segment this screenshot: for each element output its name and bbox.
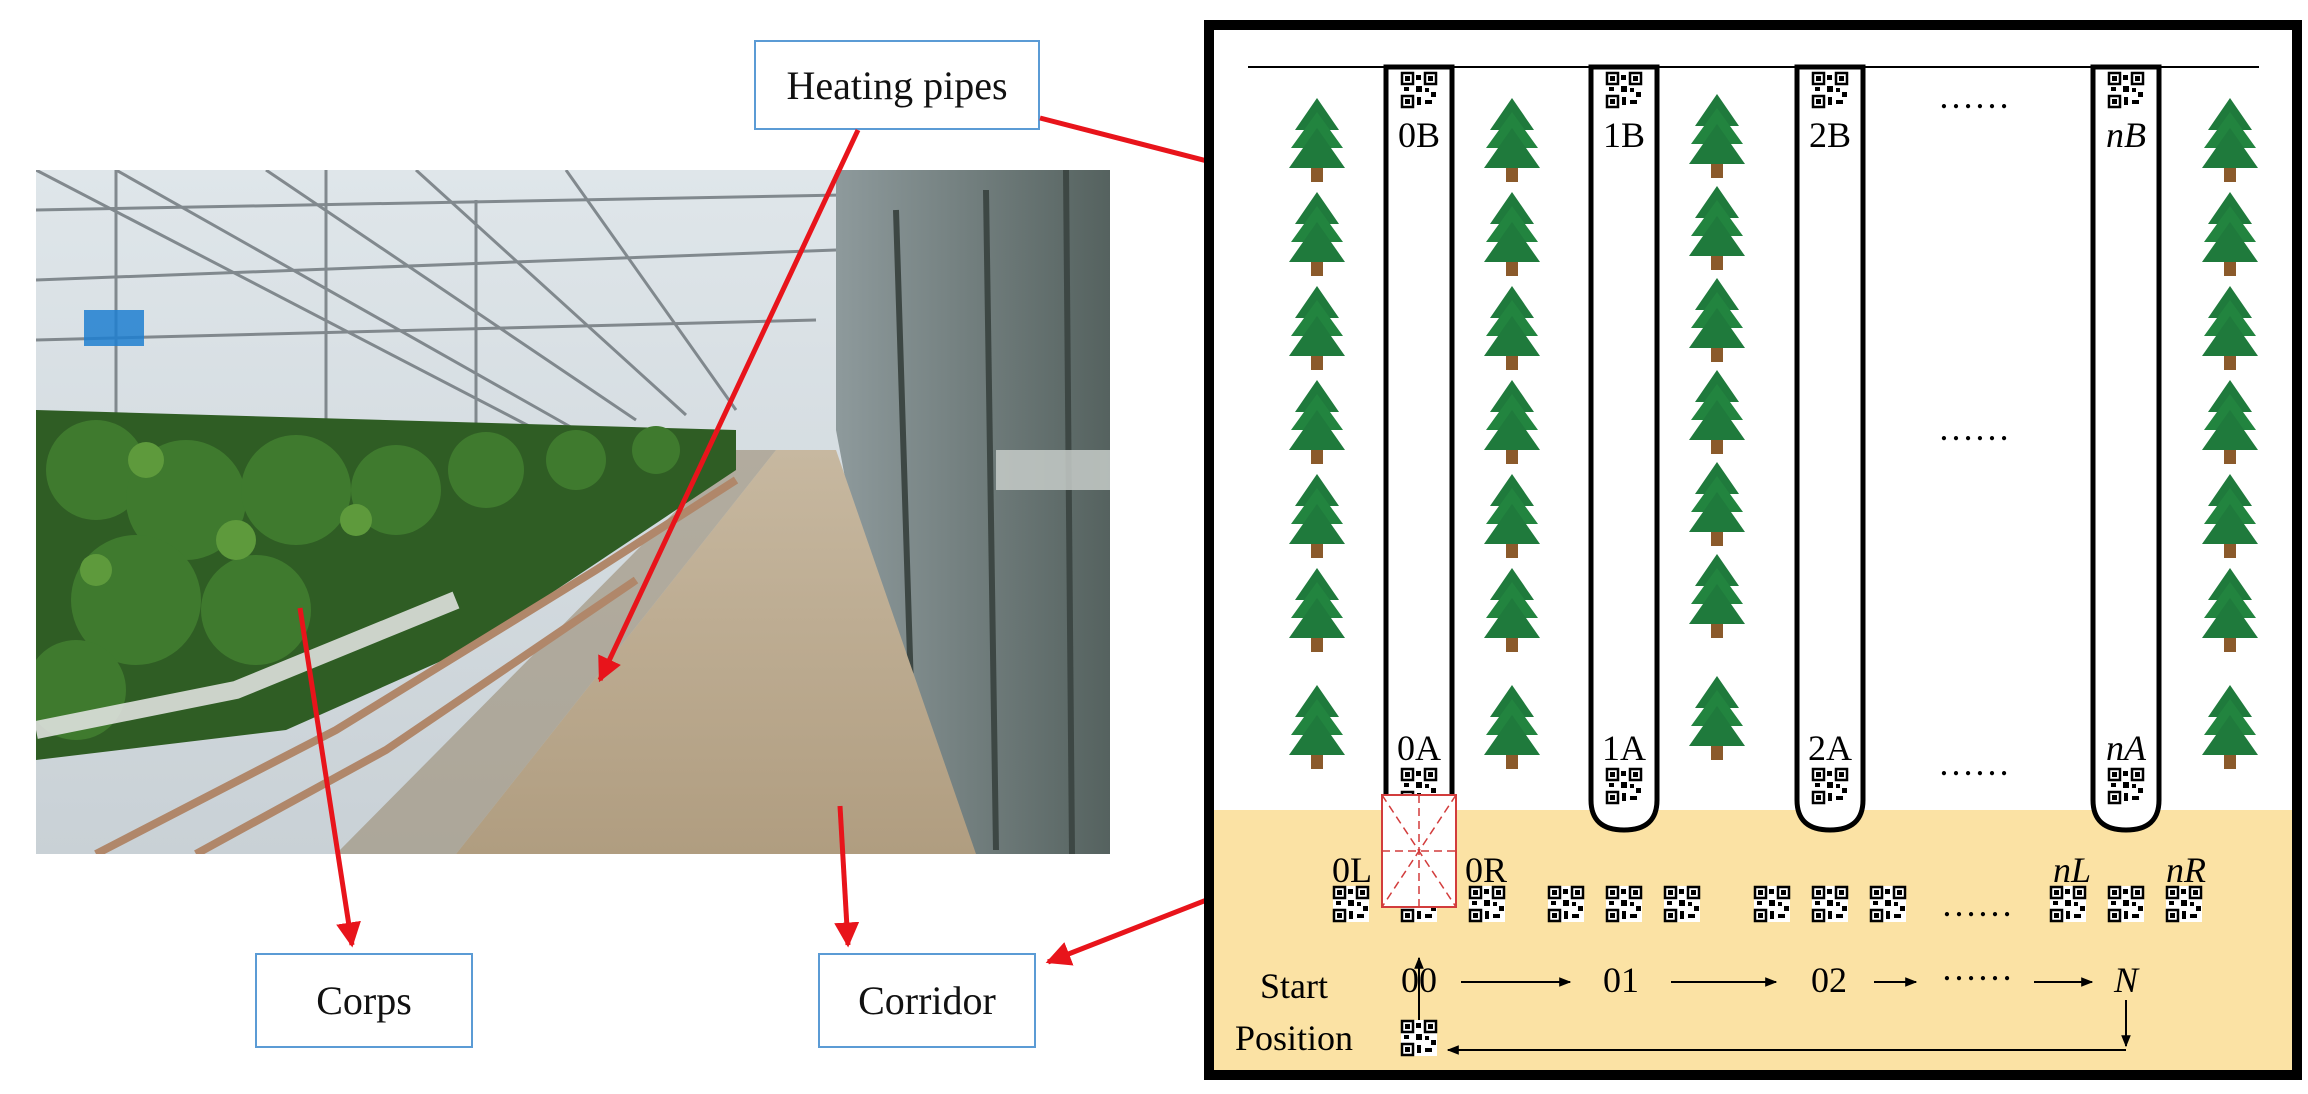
callout-heating-pipes: Heating pipes (754, 40, 1040, 130)
pipe-labels: 0B 1B 2B nB 0A 1A 2A nA (1397, 115, 2147, 768)
qr-code-icon (2106, 766, 2146, 806)
qr-code-icon (2048, 884, 2088, 924)
qr-code-icon (1399, 1018, 1439, 1058)
pipe-bottom-label-n: nA (2106, 728, 2147, 768)
pipe-top-label-0: 0B (1398, 115, 1440, 155)
ellipsis-path: …… (1941, 948, 2013, 988)
start-position-line-1: Start (1260, 966, 1328, 1006)
ellipsis-bottom: …… (1938, 743, 2010, 783)
callout-corridor-label: Corridor (858, 978, 996, 1023)
qr-code-icon (1810, 884, 1850, 924)
qr-code-icon (2106, 70, 2146, 110)
callout-corps: Corps (255, 953, 473, 1048)
qr-code-icon (1604, 884, 1644, 924)
navigation-path (1414, 956, 2131, 1055)
side-labels: 0L 0R nL nR (1332, 850, 2206, 890)
heating-pipe-n (2090, 64, 2162, 833)
qr-code-icon (1868, 884, 1908, 924)
path-nodes: 00 01 02 N Start Position (1235, 960, 2140, 1058)
greenhouse-photo (36, 170, 1110, 854)
ellipsis-corridor: …… (1941, 884, 2013, 924)
robot-footprint-icon (1381, 794, 1457, 908)
arrow-corridor-photo (834, 805, 860, 948)
heating-pipe-1 (1588, 64, 1660, 833)
side-label-nL: nL (2053, 850, 2091, 890)
greenhouse-photo-illustration (36, 170, 1110, 854)
arrow-corps (297, 607, 361, 948)
corridor-region (1214, 810, 2292, 1070)
callout-corps-label: Corps (316, 978, 412, 1023)
pipe-bottom-label-1: 1A (1602, 728, 1646, 768)
callout-heating-pipes-label: Heating pipes (786, 62, 1008, 108)
heating-pipe-0 (1383, 64, 1455, 813)
path-node-02: 02 (1811, 960, 1847, 1000)
path-node-00: 00 (1401, 960, 1437, 1000)
pipe-bottom-label-0: 0A (1397, 728, 1441, 768)
pipe-top-label-2: 2B (1809, 115, 1851, 155)
qr-code-icon (1399, 70, 1439, 110)
ellipsis-top: …… (1938, 76, 2010, 116)
qr-code-icon (1331, 884, 1371, 924)
qr-code-icon (1604, 70, 1644, 110)
pipe-top-label-1: 1B (1603, 115, 1645, 155)
path-node-01: 01 (1603, 960, 1639, 1000)
qr-code-icon (1604, 766, 1644, 806)
qr-code-icon (1752, 884, 1792, 924)
side-label-nR: nR (2166, 850, 2206, 890)
arrow-heating-pipes-photo (597, 128, 861, 683)
pipe-top-label-n: nB (2106, 115, 2146, 155)
callout-corridor: Corridor (818, 953, 1036, 1048)
qr-code-icon (2164, 884, 2204, 924)
greenhouse-layout-diagram: 0B 1B 2B nB 0A 1A 2A nA …… …… …… …… …… 0… (1204, 20, 2302, 1080)
qr-code-icon (2106, 884, 2146, 924)
qr-code-icon (1467, 884, 1507, 924)
pipe-bottom-label-2: 2A (1808, 728, 1852, 768)
heating-pipe-2 (1794, 64, 1866, 833)
ellipsis-middle: …… (1938, 408, 2010, 448)
qr-code-icon (1546, 884, 1586, 924)
side-label-0L: 0L (1332, 850, 1372, 890)
path-node-N: N (2113, 960, 2140, 1000)
qr-code-icon (1810, 70, 1850, 110)
qr-code-icon (1810, 766, 1850, 806)
qr-code-icon (1662, 884, 1702, 924)
ellipsis-marks: …… …… …… …… …… (1938, 76, 2013, 988)
side-label-0R: 0R (1465, 850, 1507, 890)
start-position-line-2: Position (1235, 1018, 1353, 1058)
